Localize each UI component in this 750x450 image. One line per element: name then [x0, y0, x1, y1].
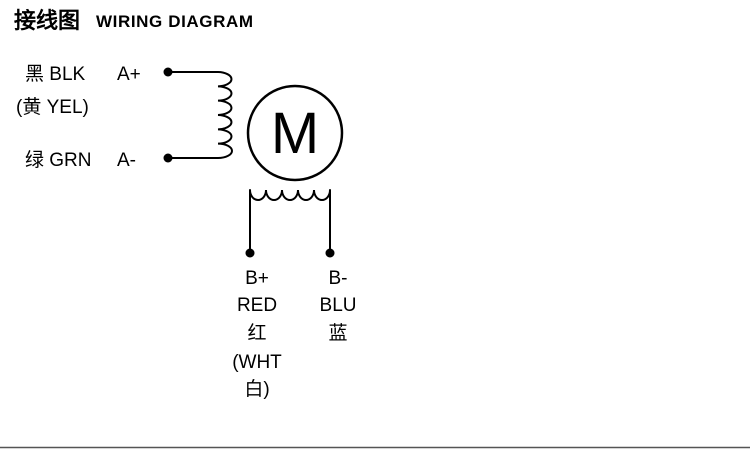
phase-b-minus-terminal: B-: [329, 268, 348, 289]
phase-b-minus-color-en: BLU: [320, 295, 357, 316]
phase-b-plus-alt-zh: 白): [244, 378, 269, 400]
phase-a-plus-color-label: 黑 BLK: [25, 64, 86, 85]
phase-a-plus-terminal: A+: [117, 64, 141, 85]
terminal-dot-b-plus: [245, 248, 255, 258]
phase-b-plus-color-zh: 红: [247, 322, 266, 344]
phase-b-minus-color-zh: 蓝: [328, 322, 347, 344]
phase-b-plus-alt-en: (WHT: [232, 352, 282, 373]
phase-a-minus-terminal: A-: [117, 150, 136, 171]
phase-a-coil: [217, 71, 233, 159]
motor-circle: [246, 84, 344, 182]
page-title-zh: 接线图: [14, 8, 80, 33]
page-title-en: WIRING DIAGRAM: [96, 12, 254, 31]
phase-b-plus-color-en: RED: [237, 295, 277, 316]
phase-a-alt-label: (黄 YEL): [16, 96, 89, 118]
phase-b-plus-terminal: B+: [245, 268, 269, 289]
motor-symbol: M: [271, 101, 319, 166]
terminal-dot-b-minus: [325, 248, 335, 258]
phase-b-coil: [249, 189, 331, 201]
phase-a-minus-color-label: 绿 GRN: [25, 149, 92, 171]
